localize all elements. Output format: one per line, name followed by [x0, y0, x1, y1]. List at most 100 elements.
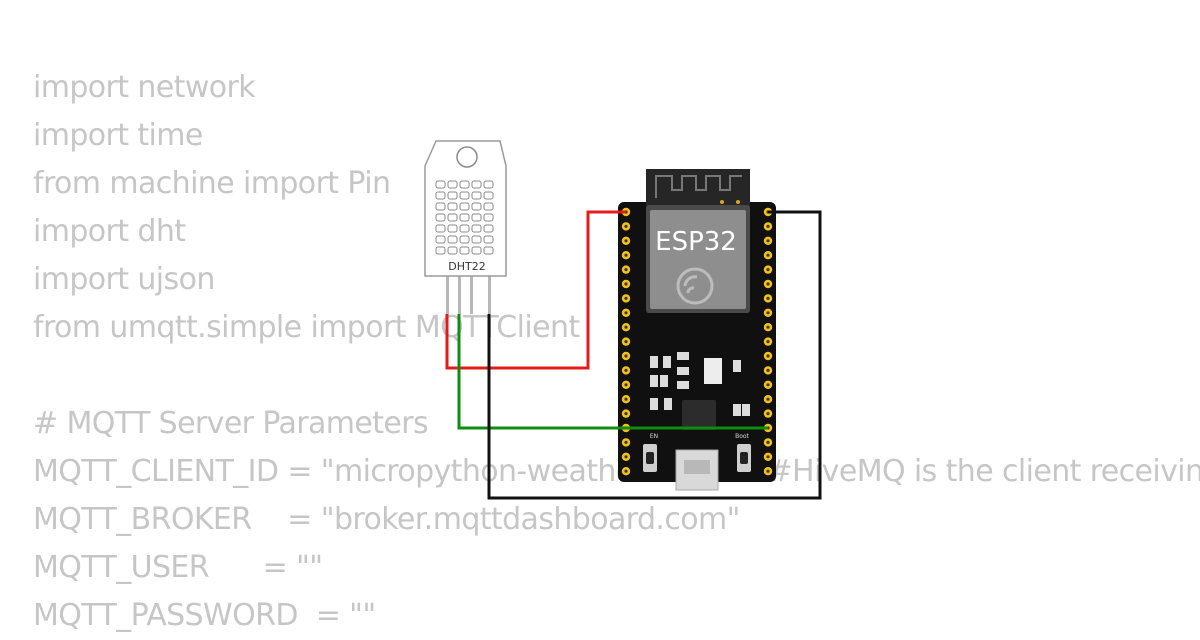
header-pin-hole: [624, 354, 628, 358]
code-line-12: MQTT_PASSWORD = "": [33, 598, 376, 633]
en-label: EN: [650, 433, 658, 440]
header-pin-hole: [624, 239, 628, 243]
grille-slot: [459, 180, 470, 189]
header-pin-hole: [766, 325, 770, 329]
wire-data[interactable]: [457, 314, 768, 430]
grille-slot: [483, 180, 494, 189]
grille-slot: [447, 202, 458, 211]
header-pin-hole: [766, 224, 770, 228]
mount-hole-icon: [456, 146, 478, 168]
header-pin-hole: [624, 469, 628, 473]
grille-slot: [459, 213, 470, 222]
header-pin-hole: [624, 325, 628, 329]
sensor-label: DHT22: [448, 260, 485, 273]
header-pin-hole: [766, 239, 770, 243]
grille-slot: [447, 213, 458, 222]
header-pin-hole: [624, 296, 628, 300]
header-pin-hole: [766, 282, 770, 286]
grille-slot: [483, 224, 494, 233]
sensor-pin-sda[interactable]: [458, 276, 461, 314]
grille-slot: [435, 180, 446, 189]
grille-slot: [459, 224, 470, 233]
module-shield: [650, 210, 746, 309]
left-pin-header[interactable]: [621, 207, 631, 476]
wire-gnd[interactable]: [487, 210, 822, 500]
grille-slot: [483, 202, 494, 211]
grille-slot: [435, 246, 446, 255]
header-pin-hole: [766, 469, 770, 473]
grille-slot: [447, 224, 458, 233]
code-line-8: # MQTT Server Parameters: [33, 406, 429, 441]
header-pin-hole: [624, 397, 628, 401]
grille-slot: [435, 202, 446, 211]
header-pin-hole: [766, 455, 770, 459]
grille-slot: [483, 213, 494, 222]
header-pin-hole: [766, 383, 770, 387]
grille-slot: [459, 246, 470, 255]
grille-slot: [471, 235, 482, 244]
grille-slot: [471, 246, 482, 255]
grille-slot: [471, 180, 482, 189]
grille-slot: [471, 224, 482, 233]
code-line-3: from machine import Pin: [33, 166, 391, 201]
header-pin-hole: [766, 340, 770, 344]
header-pin-hole: [766, 268, 770, 272]
grille-slot: [459, 235, 470, 244]
grille-slot: [447, 180, 458, 189]
grille-slot: [447, 246, 458, 255]
header-pin-hole: [624, 311, 628, 315]
grille-slot: [459, 202, 470, 211]
header-pin-hole: [624, 224, 628, 228]
grille-slot: [483, 246, 494, 255]
grille-slot: [435, 191, 446, 200]
code-line-4: import dht: [33, 214, 186, 249]
header-pin-hole: [766, 397, 770, 401]
antenna-trace: [655, 175, 742, 198]
boot-label: Boot: [735, 433, 749, 440]
voltage-regulator: [704, 358, 722, 384]
code-line-5: import ujson: [33, 262, 215, 297]
header-pin-hole: [766, 354, 770, 358]
header-pin-hole: [766, 440, 770, 444]
header-pin-hole: [624, 455, 628, 459]
code-line-11: MQTT_USER = "": [33, 550, 323, 585]
usb-uart-chip: [682, 400, 716, 430]
sensor-grille: [435, 180, 494, 255]
grille-slot: [471, 213, 482, 222]
grille-slot: [471, 202, 482, 211]
header-pin-hole: [624, 412, 628, 416]
grille-slot: [435, 235, 446, 244]
header-pin-hole: [624, 268, 628, 272]
grille-slot: [435, 213, 446, 222]
header-pin-hole: [624, 383, 628, 387]
code-line-10: MQTT_BROKER = "broker.mqttdashboard.com": [33, 502, 740, 537]
sensor-pin-gnd[interactable]: [488, 276, 491, 314]
code-line-6: from umqtt.simple import MQTTClient: [33, 310, 580, 345]
grille-slot: [459, 191, 470, 200]
header-pin-hole: [766, 368, 770, 372]
grille-slot: [471, 191, 482, 200]
esp32-label: ESP32: [655, 227, 737, 257]
grille-slot: [435, 224, 446, 233]
header-pin-hole: [624, 368, 628, 372]
sensor-pin-vcc[interactable]: [446, 276, 449, 314]
grille-slot: [483, 191, 494, 200]
sensor-pin-nc: [470, 276, 473, 314]
header-pin-hole: [624, 440, 628, 444]
grille-slot: [447, 235, 458, 244]
header-pin-hole: [766, 253, 770, 257]
header-pin-hole: [766, 412, 770, 416]
espressif-logo-icon: [676, 267, 714, 305]
grille-slot: [447, 191, 458, 200]
wire-vcc[interactable]: [445, 210, 626, 370]
code-line-1: import network: [33, 70, 256, 105]
header-pin-hole: [766, 311, 770, 315]
right-pin-header[interactable]: [763, 207, 773, 476]
esp32-board[interactable]: ESP32 EN Boot: [618, 169, 776, 491]
dht22-sensor[interactable]: DHT22: [424, 140, 507, 314]
grille-slot: [483, 235, 494, 244]
header-pin-hole: [624, 253, 628, 257]
header-pin-hole: [766, 296, 770, 300]
